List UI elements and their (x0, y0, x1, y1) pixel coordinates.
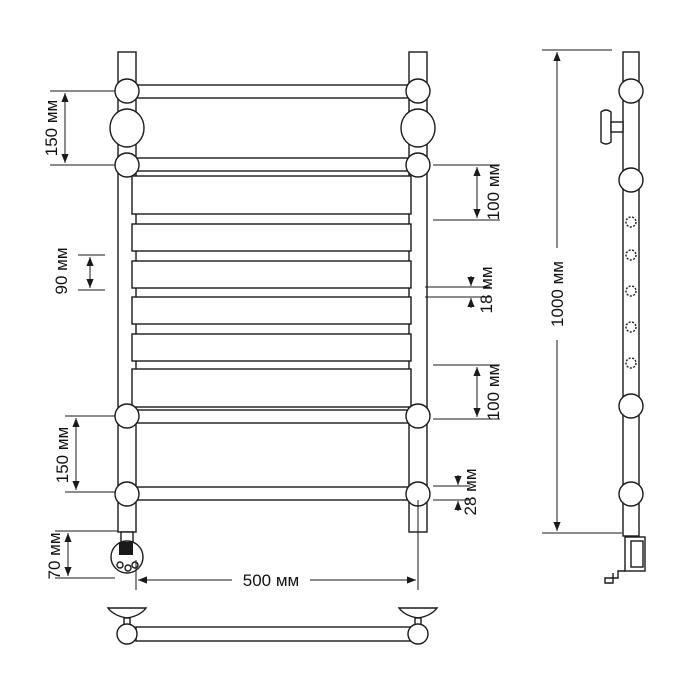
flat-bar-4 (131, 296, 412, 325)
flat-bar-6 (131, 368, 412, 408)
side-ball (618, 481, 644, 507)
right-dimensions (425, 164, 500, 511)
side-ball (618, 393, 644, 419)
side-view (542, 49, 646, 584)
dim-heater-height: 70 мм (45, 532, 64, 579)
round-bar-lower (135, 409, 410, 424)
dim-bar-pitch: 90 мм (52, 247, 71, 294)
dim-upper-gap: 100 мм (484, 164, 503, 220)
flat-bar-1 (131, 175, 412, 215)
front-view (109, 51, 436, 574)
round-bar-top (135, 84, 410, 99)
flat-bar-5 (131, 333, 412, 362)
width-dimension (135, 500, 419, 590)
joint-ball (114, 152, 140, 178)
flat-bar-3 (131, 260, 412, 289)
dim-total-height: 1000 мм (548, 261, 567, 327)
dim-lower-gap: 100 мм (484, 364, 503, 420)
top-view-bar (135, 626, 413, 642)
right-flange (397, 607, 439, 619)
dim-bottom-spacing: 150 мм (53, 427, 72, 483)
dim-bar-height: 18 мм (477, 266, 496, 313)
dim-width: 500 мм (243, 571, 299, 590)
left-dimensions (50, 90, 118, 579)
dim-round-bar: 28 мм (461, 468, 480, 515)
flat-bar-2 (131, 223, 412, 252)
right-wall-bracket (400, 108, 436, 148)
joint-ball (405, 403, 431, 429)
joint-ball (405, 78, 431, 104)
round-bar-bottom (135, 486, 410, 501)
side-ball (618, 78, 644, 104)
joint-ball (114, 78, 140, 104)
left-wall-bracket (109, 108, 145, 148)
left-flange (106, 607, 148, 619)
joint-ball (114, 481, 140, 507)
joint-ball (114, 403, 140, 429)
side-ball (618, 167, 644, 193)
round-bar-upper (135, 157, 410, 172)
joint-ball (405, 152, 431, 178)
top-view (106, 607, 439, 645)
heater-unit (110, 531, 144, 574)
dim-top-spacing: 150 мм (42, 100, 61, 156)
